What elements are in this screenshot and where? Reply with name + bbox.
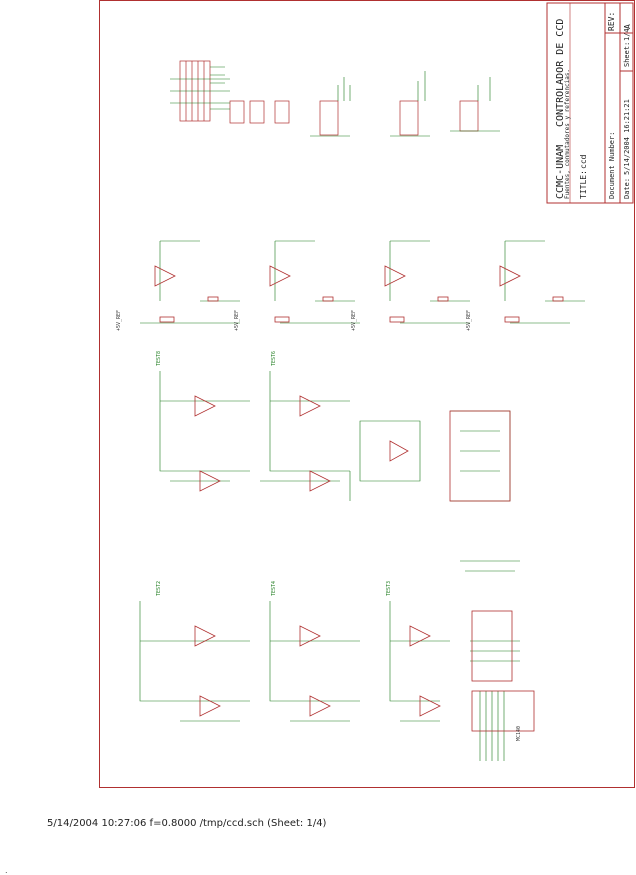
title-block-title-value: ccd xyxy=(579,154,588,169)
title-block-doc-label: Document Number: xyxy=(608,132,616,199)
connector-wires xyxy=(170,66,500,137)
lower-block xyxy=(139,560,535,761)
title-block-rev-label: REV: xyxy=(607,12,616,31)
title-block-company: CCMC-UNAM xyxy=(555,145,566,199)
title-block: CCMC-UNAM CONTROLADOR DE CCD Fuentes, co… xyxy=(546,2,634,204)
schematic-sheet: CCMC-UNAM CONTROLADOR DE CCD Fuentes, co… xyxy=(99,0,635,788)
connector-group xyxy=(179,60,479,136)
net-label: +5V_REF xyxy=(116,310,122,331)
test-label: TEST4 xyxy=(271,581,277,596)
title-block-subtitle: Fuentes, conmutadores y referencias. xyxy=(564,69,571,199)
print-footer: 5/14/2004 10:27:06 f=0.8000 /tmp/ccd.sch… xyxy=(47,818,327,829)
net-label: +5V_REF xyxy=(234,310,240,331)
title-block-sheet-label: Sheet: xyxy=(623,42,631,67)
stray-mark: . xyxy=(5,866,8,875)
title-block-title-label: TITLE: xyxy=(579,170,588,199)
title-block-project: CONTROLADOR DE CCD xyxy=(555,19,566,127)
net-label: +5V_REF xyxy=(466,310,472,331)
title-block-date-value: 5/14/2004 16:21:21 xyxy=(623,99,631,175)
test-label: TEST8 xyxy=(156,351,162,366)
title-block-date-label: Date: xyxy=(623,178,631,199)
net-label: +5V_REF xyxy=(351,310,357,331)
opamp-row-top xyxy=(140,240,585,324)
test-label: TEST2 xyxy=(156,581,162,596)
title-block-sheet-value: 1/4 xyxy=(623,28,631,41)
test-label: TEST3 xyxy=(386,581,392,596)
ic-label: MC140 xyxy=(516,726,522,741)
title-block-rev-value: A xyxy=(623,24,632,29)
test-label: TEST6 xyxy=(271,351,277,366)
middle-block xyxy=(159,371,511,502)
schematic-drawing: CCMC-UNAM CONTROLADOR DE CCD Fuentes, co… xyxy=(116,2,634,761)
